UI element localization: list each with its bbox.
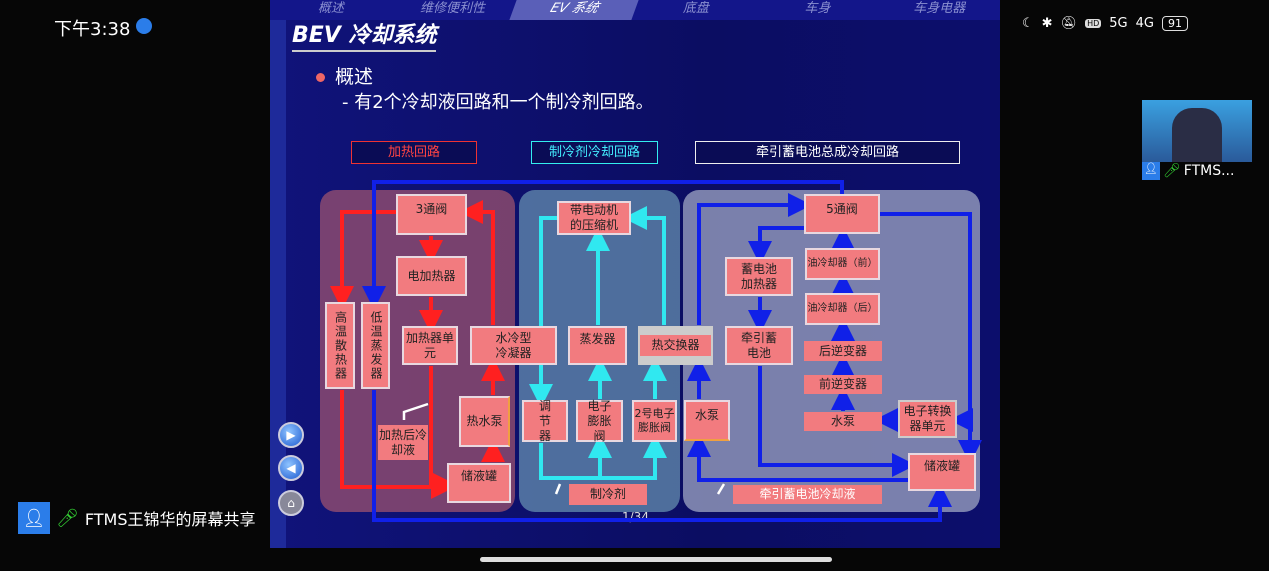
bullet-item: 概述 [316,62,373,89]
tab-body[interactable]: 车身 [804,1,831,16]
blue-line [758,366,916,477]
bluetooth-icon: ✱ [1041,16,1053,31]
tab-overview[interactable]: 概述 [317,1,344,16]
battery-indicator: 91 [1161,16,1188,31]
user-avatar-icon: 👤︎ [18,502,50,534]
front-inverter: 前逆变器 [804,375,882,394]
traction-battery: 牵引蓄电池 [725,326,793,365]
bullet-text: 概述 [335,66,374,88]
battery-reservoir: 储液罐 [908,453,976,491]
participant-image [1172,108,1222,162]
heating-reservoir: 储液罐 [447,463,511,503]
battery-coolant-label: 牵引蓄电池冷却液 [733,485,882,504]
app-notification-icon [136,18,152,34]
water-pump-left: 水泵 [684,400,730,441]
red-line [459,200,495,325]
blue-line [372,390,952,522]
cyan-line [529,216,557,408]
participant-label: 👤︎ 🎤︎ FTMS... [1142,162,1234,180]
three-way-valve: 3通阀 [396,194,467,235]
moon-icon: ☾ [1022,16,1034,31]
high-temp-radiator: 高温散热器 [325,302,355,389]
arrow-right-icon: ▶ [286,428,296,442]
mute-bell-icon: 🔕︎ [1060,16,1078,31]
evaporator: 蒸发器 [568,326,627,365]
tab-maintainability[interactable]: 维修便利性 [420,1,486,16]
water-pump: 水泵 [804,412,882,431]
tab-body-electrical[interactable]: 车身电器 [913,1,966,16]
water-cooled-condenser: 水冷型冷凝器 [470,326,557,365]
bullet-dot-icon [316,73,325,82]
five-way-valve: 5通阀 [804,194,880,234]
participant-video[interactable] [1142,100,1252,162]
legend-heating: 加热回路 [351,141,477,164]
dc-converter-unit: 电子转换器单元 [898,400,957,438]
screen-share-text: FTMS王锦华的屏幕共享 [84,510,256,529]
arrow-left-icon: ◀ [286,461,296,475]
electronic-expansion-valve: 电子膨胀阀 [576,399,623,443]
home-indicator[interactable] [480,557,832,562]
slide-left-strip [270,0,286,548]
callout-line [402,402,429,420]
blue-line [687,433,908,482]
legend-refrigerant: 制冷剂冷却回路 [531,141,658,164]
tab-chassis[interactable]: 底盘 [682,1,709,16]
callout-line [554,483,562,495]
heat-exchanger: 热交换器 [638,326,713,365]
participant-name: FTMS... [1183,163,1235,179]
screen-share-label: 👤︎ 🎤︎ FTMS王锦华的屏幕共享 [18,502,256,534]
red-line [340,390,455,499]
microphone-icon: 🎤︎ [56,507,79,529]
callout-line [716,483,726,495]
home-icon: ⌂ [287,496,295,510]
cyan-line [623,206,666,325]
refrigerant-label: 制冷剂 [569,484,647,505]
oil-cooler-rear: 油冷却器（后） [805,293,880,325]
user-avatar-icon: 👤︎ [1142,162,1160,180]
prev-slide-button[interactable]: ◀ [278,455,304,481]
hd-icon: HD [1085,19,1102,28]
blue-line [748,226,804,265]
oil-cooler-front: 油冷却器（前） [805,248,880,280]
home-slide-button[interactable]: ⌂ [278,490,304,516]
red-line [330,210,396,310]
hot-water-pump: 热水泵 [459,396,510,447]
legend-battery: 牵引蓄电池总成冷却回路 [695,141,960,164]
blue-line [880,212,982,464]
slide-title: BEV 冷却系统 [292,22,437,52]
signal-4g-icon: 4G [1135,16,1154,31]
slide-nav-tabs: 概述 维修便利性 EV 系统 底盘 车身 车身电器 [270,0,1000,20]
next-slide-button[interactable]: ▶ [278,422,304,448]
status-icons: ☾ ✱ 🔕︎ HD 5G 4G 91 [1022,16,1188,31]
sub-bullet: - 有2个冷却液回路和一个制冷剂回路。 [342,92,654,113]
blue-line [362,180,844,310]
status-time: 下午3:38 [54,19,131,40]
electronic-expansion-valve-2: 2号电子膨胀阀 [632,400,677,442]
signal-5g-icon: 5G [1109,16,1128,31]
heater-unit: 加热器单元 [402,326,458,365]
regulator: 调节器 [522,399,568,443]
blue-line [697,193,812,325]
red-line [429,366,455,496]
low-temp-evaporator: 低温蒸发器 [361,302,390,389]
electric-compressor: 带电动机的压缩机 [557,201,631,235]
heated-coolant-label: 加热后冷却液 [378,425,428,460]
microphone-icon: 🎤︎ [1163,163,1181,179]
battery-heater: 蓄电池加热器 [725,257,793,296]
electric-heater: 电加热器 [396,256,467,296]
rear-inverter: 后逆变器 [804,341,882,361]
